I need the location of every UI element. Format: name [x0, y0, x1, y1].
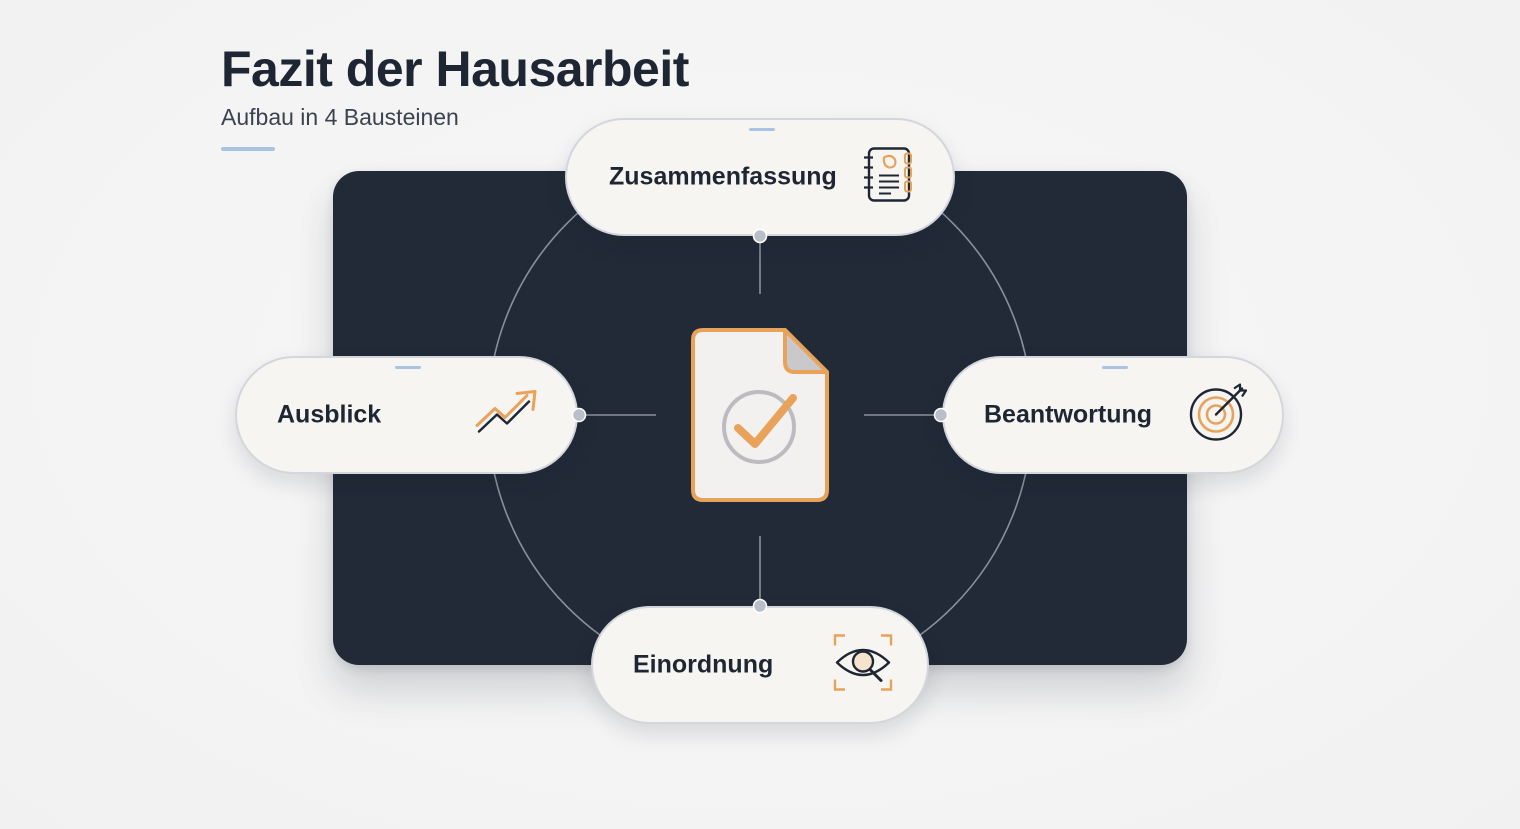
- title-underline: [221, 147, 275, 151]
- document-check-icon: [689, 326, 831, 504]
- node-label: Beantwortung: [984, 400, 1153, 429]
- node-label: Ausblick: [277, 400, 382, 429]
- node-tab: [395, 366, 421, 369]
- node-label: Zusammenfassung: [609, 162, 837, 191]
- node-einordnung: Einordnung: [591, 606, 929, 724]
- node-label: Einordnung: [633, 650, 774, 679]
- page-title: Fazit der Hausarbeit: [221, 41, 689, 97]
- page-subtitle: Aufbau in 4 Bausteinen: [221, 104, 459, 130]
- node-beantwortung: Beantwortung: [942, 356, 1284, 474]
- target-icon: [1188, 383, 1248, 448]
- notebook-icon: [861, 146, 917, 209]
- node-ausblick: Ausblick: [235, 356, 578, 474]
- node-tab: [749, 128, 775, 131]
- eye-focus-icon: [833, 634, 893, 697]
- trend-up-icon: [473, 388, 543, 443]
- node-tab: [1102, 366, 1128, 369]
- node-zusammenfassung: Zusammenfassung: [565, 118, 955, 236]
